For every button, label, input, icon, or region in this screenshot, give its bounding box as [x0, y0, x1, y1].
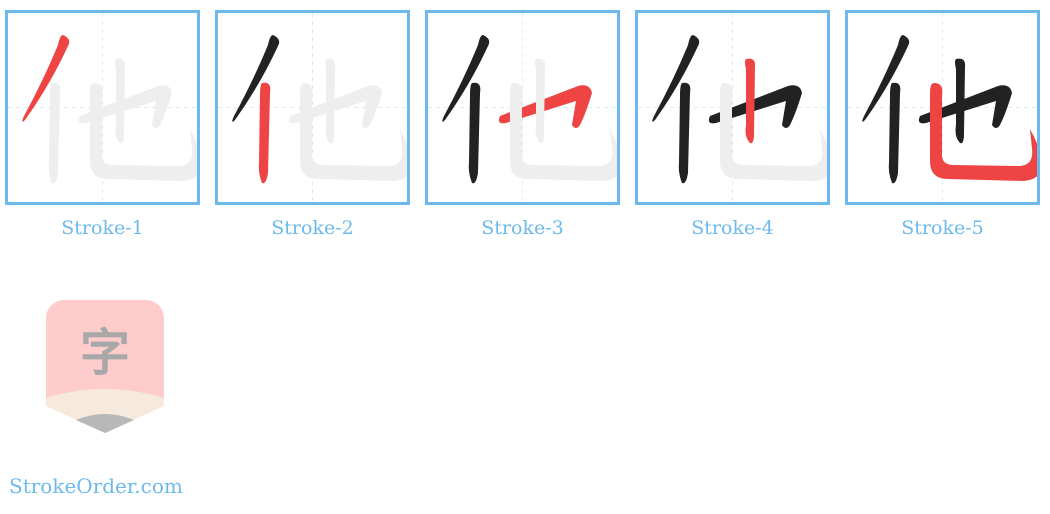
stroke-panel-4 [635, 10, 830, 205]
ghost-stroke [510, 83, 617, 181]
stroke-panel-5 [845, 10, 1040, 205]
stroke-diagram-1 [8, 13, 197, 202]
completed-stroke [652, 35, 700, 122]
ghost-stroke [90, 83, 197, 181]
stroke-panel-2 [215, 10, 410, 205]
stroke-panel-1 [5, 10, 200, 205]
stroke-diagram-4 [638, 13, 827, 202]
current-stroke [498, 85, 592, 128]
completed-stroke [678, 82, 691, 184]
ghost-stroke [535, 58, 546, 144]
completed-stroke [442, 35, 490, 122]
current-stroke [930, 83, 1037, 181]
stroke-diagram-5 [848, 13, 1037, 202]
completed-stroke [232, 35, 280, 122]
ghost-stroke [288, 85, 382, 128]
current-stroke [258, 82, 271, 184]
stroke-diagram-3 [428, 13, 617, 202]
stroke-label-4: Stroke-4 [691, 217, 774, 239]
strokeorder-logo-icon: 字 [46, 300, 164, 433]
ghost-stroke [300, 83, 407, 181]
completed-stroke [468, 82, 481, 184]
ghost-stroke [48, 82, 61, 184]
ghost-stroke [720, 83, 827, 181]
completed-stroke [888, 82, 901, 184]
site-name-link[interactable]: StrokeOrder.com [9, 474, 183, 498]
completed-stroke [862, 35, 910, 122]
current-stroke [22, 35, 70, 122]
completed-stroke [708, 85, 802, 128]
stroke-label-5: Stroke-5 [901, 217, 984, 239]
stroke-label-2: Stroke-2 [271, 217, 354, 239]
logo-glyph: 字 [80, 324, 130, 382]
completed-stroke [918, 85, 1012, 128]
ghost-stroke [78, 85, 172, 128]
current-stroke [745, 58, 756, 144]
stroke-label-1: Stroke-1 [61, 217, 144, 239]
ghost-stroke [115, 58, 126, 144]
ghost-stroke [325, 58, 336, 144]
stroke-label-3: Stroke-3 [481, 217, 564, 239]
stroke-panel-3 [425, 10, 620, 205]
stroke-diagram-2 [218, 13, 407, 202]
completed-stroke [955, 58, 966, 144]
